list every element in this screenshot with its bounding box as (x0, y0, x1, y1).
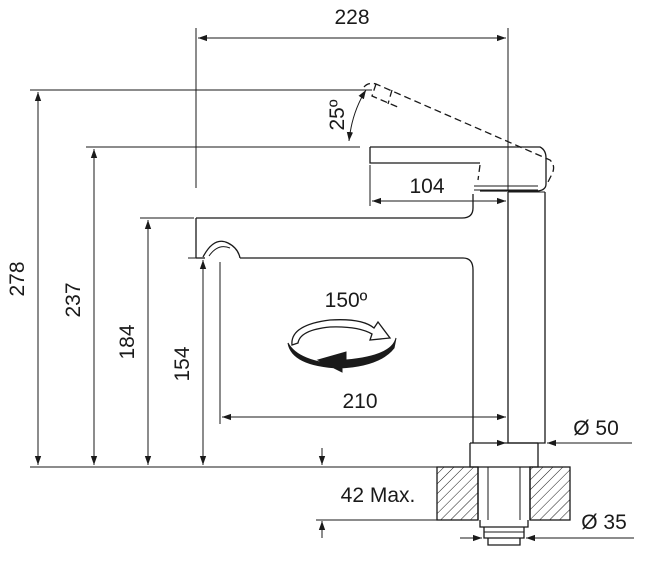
spout-length-label: 210 (342, 390, 377, 413)
countertop-section (436, 442, 571, 546)
dimension-lines (30, 28, 634, 542)
height-lever-label: 237 (62, 282, 85, 317)
rotation-arrow-icon (287, 319, 397, 373)
rotation-label: 150º (325, 289, 368, 312)
max-thickness-label: 42 Max. (341, 484, 416, 507)
height-spout-label: 184 (116, 324, 139, 359)
dimension-labels: 228 104 25º 150º 210 278 237 184 154 Ø 5… (6, 6, 627, 534)
height-total-label: 278 (6, 261, 29, 296)
lever-angle-label: 25º (326, 99, 349, 130)
height-outlet-label: 154 (171, 346, 194, 381)
thread-diameter-label: Ø 35 (581, 511, 627, 534)
spout-reach-label: 104 (409, 175, 444, 198)
width-top-label: 228 (334, 6, 369, 29)
body-diameter-label: Ø 50 (573, 417, 619, 440)
faucet-outline (195, 82, 555, 444)
